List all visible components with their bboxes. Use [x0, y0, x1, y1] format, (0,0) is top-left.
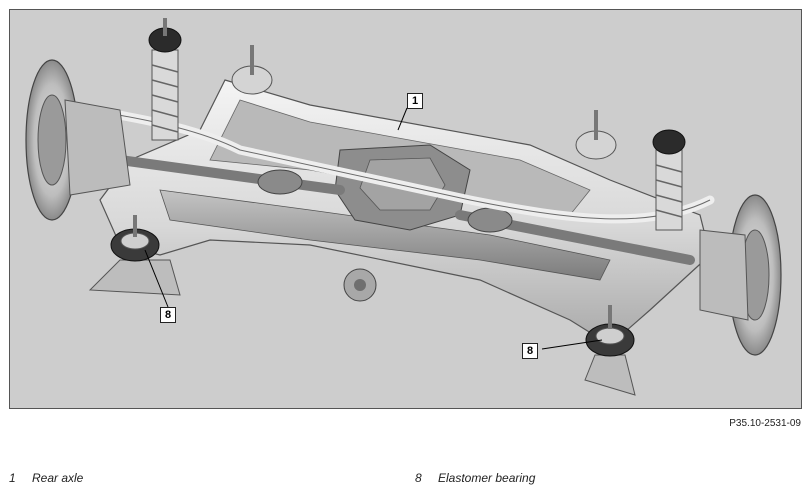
legend-number: 8 — [415, 471, 422, 485]
callout-elastomer-bearing-right: 8 — [522, 343, 538, 359]
subframe-top-mounts — [231, 45, 617, 160]
rear-axle-illustration: 1 8 8 — [9, 9, 802, 409]
drive-shafts — [115, 155, 695, 265]
legend-label: Rear axle — [32, 471, 84, 485]
legend-number: 1 — [9, 471, 16, 485]
left-spring-strut — [148, 18, 182, 141]
right-wheel-hub — [699, 194, 782, 356]
elastomer-bearing-left — [88, 215, 181, 296]
figure-reference-code: P35.10-2531-09 — [729, 418, 801, 429]
elastomer-bearing-right — [584, 305, 636, 396]
legend-label: Elastomer bearing — [438, 471, 536, 485]
right-spring-strut — [652, 129, 686, 231]
rear-axle-drawing — [25, 18, 782, 396]
leader-lines — [144, 107, 603, 350]
callout-elastomer-bearing-left: 8 — [160, 307, 176, 323]
left-wheel-hub — [25, 59, 131, 221]
callout-rear-axle: 1 — [407, 93, 423, 109]
